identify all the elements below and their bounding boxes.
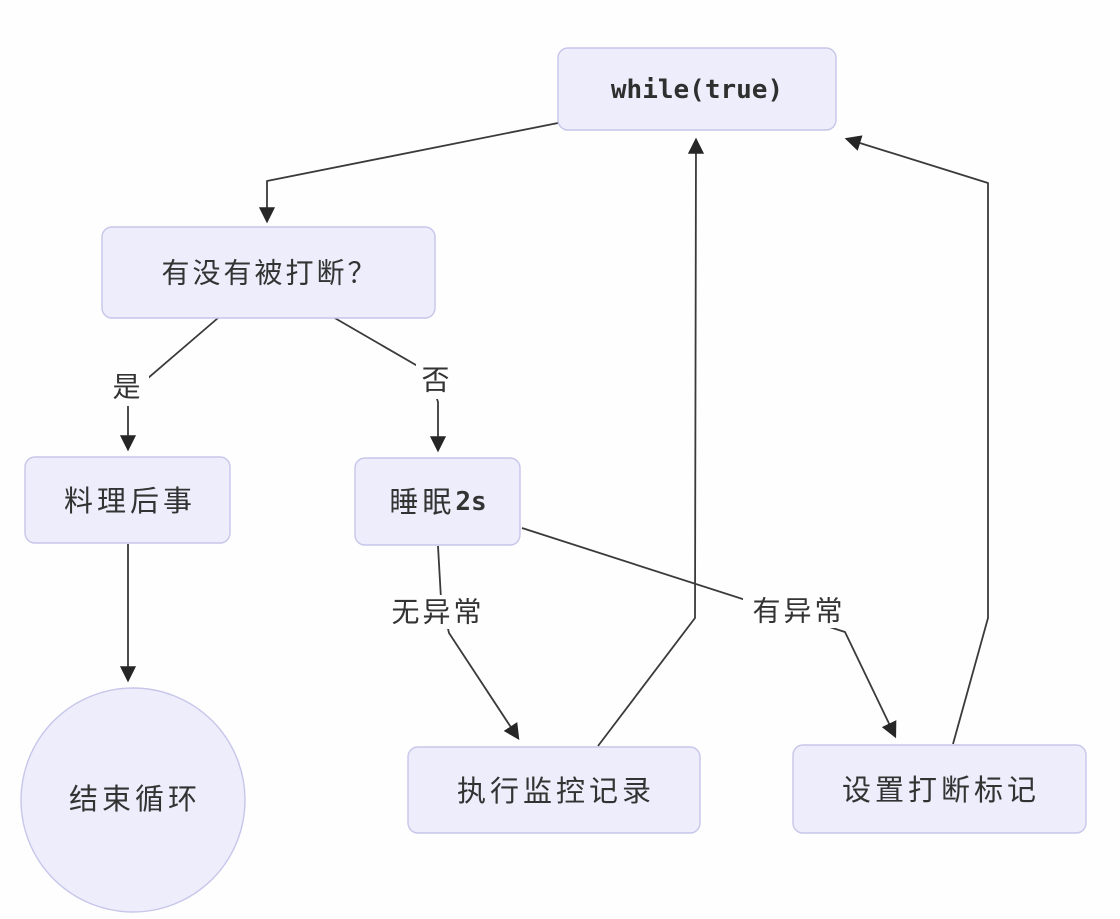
node-end-loop-label: 结束循环 xyxy=(69,782,201,816)
node-sleep-2s-label: 睡眠2s xyxy=(389,485,486,519)
edge-label-no: 否 xyxy=(416,359,458,399)
edge-sleep-to-setflag xyxy=(521,527,897,739)
node-sleep-2s-shape xyxy=(354,457,521,546)
edge-label-no-exception-text: 无异常 xyxy=(391,596,484,629)
node-monitor-record-label: 执行监控记录 xyxy=(457,774,655,808)
node-sleep-2s-label-cn: 睡眠 xyxy=(389,485,455,519)
edge-label-has-exception-text: 有异常 xyxy=(752,595,845,628)
node-while-true-label: while(true) xyxy=(611,75,783,105)
edge-label-no-bg xyxy=(416,359,458,399)
node-interrupted-question-label: 有没有被打断？ xyxy=(161,257,378,290)
edge-label-yes-text: 是 xyxy=(112,371,143,404)
node-sleep-2s-label-code: 2s xyxy=(455,487,486,517)
node-cleanup: 料理后事 xyxy=(24,456,231,544)
node-set-interrupt-flag: 设置打断标记 xyxy=(792,744,1087,834)
edge-label-has-exception-bg xyxy=(743,594,855,628)
edge-setflag-to-while xyxy=(844,135,989,745)
edge-label-yes-bg xyxy=(107,366,149,406)
edge-label-has-exception: 有异常 xyxy=(743,594,855,628)
edge-label-no-exception: 无异常 xyxy=(382,595,494,629)
edge-label-no-exception-bg xyxy=(382,595,494,629)
node-cleanup-label: 料理后事 xyxy=(64,484,196,518)
edge-label-no-text: 否 xyxy=(421,364,452,397)
node-interrupted-question-shape xyxy=(101,226,436,319)
node-while-true: while(true) xyxy=(557,47,837,131)
edge-label-yes: 是 xyxy=(107,366,149,406)
edge-sleep-to-monitor xyxy=(437,545,520,741)
node-monitor-record: 执行监控记录 xyxy=(407,746,701,834)
node-while-true-shape xyxy=(557,47,837,131)
edge-while-to-interrupted xyxy=(258,122,559,224)
node-monitor-record-shape xyxy=(407,746,701,834)
edge-monitor-to-while xyxy=(597,137,705,747)
node-end-loop: 结束循环 xyxy=(20,687,246,913)
node-interrupted-question: 有没有被打断？ xyxy=(101,226,436,319)
node-end-loop-shape xyxy=(20,687,246,913)
node-set-interrupt-flag-label: 设置打断标记 xyxy=(842,773,1040,807)
node-set-interrupt-flag-shape xyxy=(792,744,1087,834)
node-cleanup-shape xyxy=(24,456,231,544)
node-sleep-2s: 睡眠2s xyxy=(354,457,521,546)
